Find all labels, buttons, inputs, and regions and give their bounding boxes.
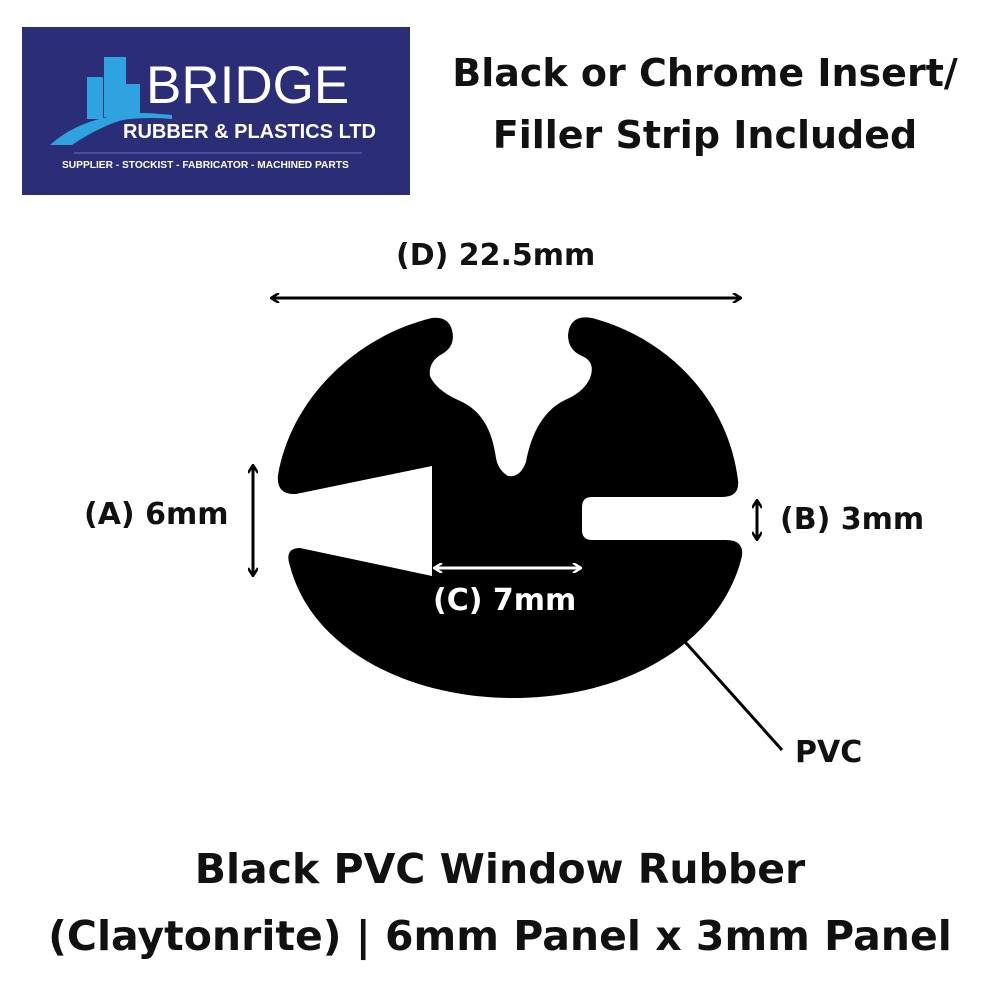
building-bridge-icon: BRIDGE RUBBER & PLASTICS LTD SUPPLIER - … bbox=[50, 56, 376, 171]
dimension-c-label: (C) 7mm bbox=[433, 583, 577, 618]
svg-text:SUPPLIER - STOCKIST - FABRICAT: SUPPLIER - STOCKIST - FABRICATOR - MACHI… bbox=[62, 160, 349, 171]
svg-text:RUBBER & PLASTICS LTD: RUBBER & PLASTICS LTD bbox=[123, 121, 376, 143]
heading-line-2: Filler Strip Included bbox=[492, 113, 918, 157]
brand-logo: BRIDGE RUBBER & PLASTICS LTD SUPPLIER - … bbox=[22, 27, 410, 195]
product-title: Black PVC Window Rubber (Claytonrite) | … bbox=[0, 836, 1000, 970]
svg-text:BRIDGE: BRIDGE bbox=[146, 56, 349, 115]
dimension-b-label: (B) 3mm bbox=[780, 502, 925, 537]
product-title-line-2: (Claytonrite) | 6mm Panel x 3mm Panel bbox=[48, 912, 952, 960]
material-label: PVC bbox=[795, 735, 863, 770]
insert-heading: Black or Chrome Insert/ Filler Strip Inc… bbox=[415, 42, 995, 166]
pvc-pointer-arrow bbox=[678, 634, 784, 752]
pvc-profile-shape bbox=[277, 317, 743, 698]
product-title-line-1: Black PVC Window Rubber bbox=[194, 845, 806, 893]
dimension-d-label: (D) 22.5mm bbox=[396, 238, 596, 273]
dimension-a-label: (A) 6mm bbox=[84, 497, 229, 532]
heading-line-1: Black or Chrome Insert/ bbox=[452, 51, 958, 95]
